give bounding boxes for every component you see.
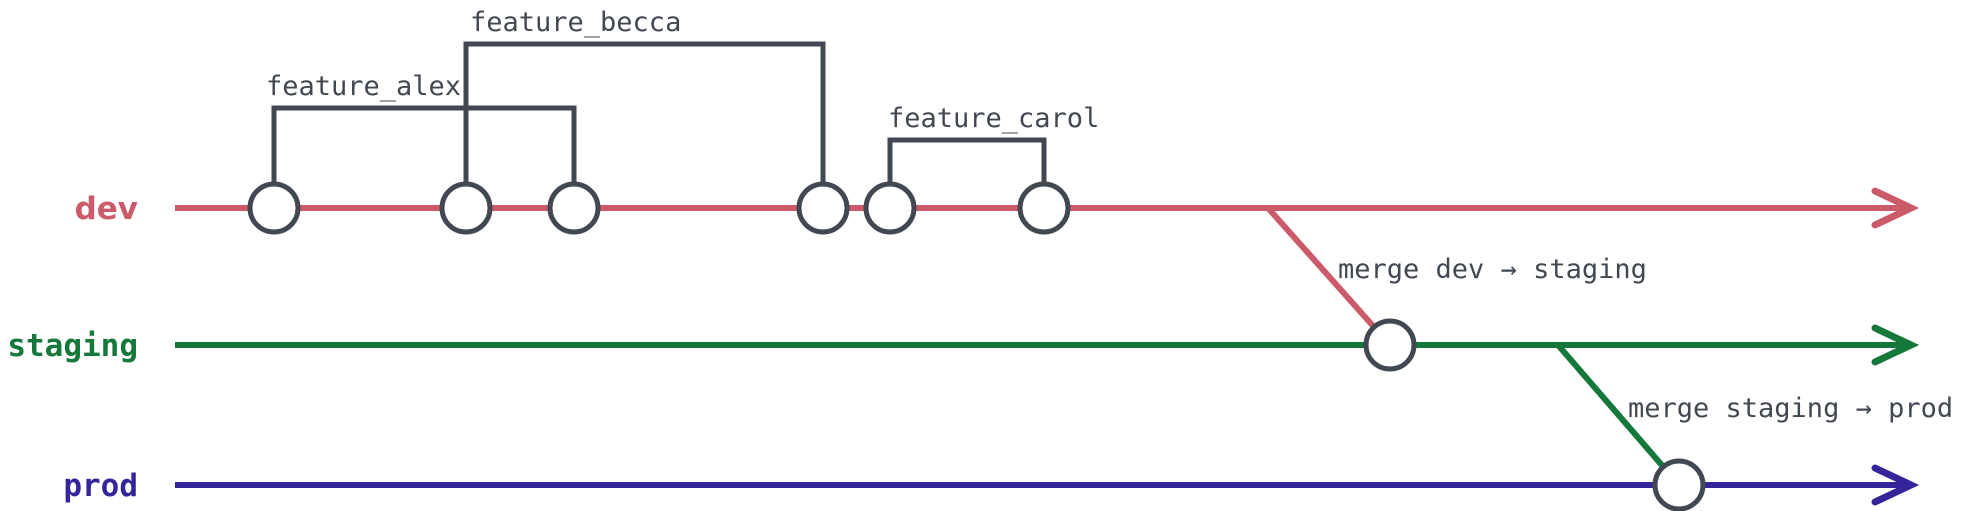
feature-label-feature_carol: feature_carol xyxy=(888,103,1099,134)
branch-line-staging[interactable] xyxy=(175,324,1920,366)
commit-node[interactable] xyxy=(547,181,601,235)
commit-node[interactable] xyxy=(247,181,301,235)
commit-node[interactable] xyxy=(1652,458,1706,511)
merge-lines xyxy=(1265,206,1682,487)
commit-node[interactable] xyxy=(439,181,493,235)
feature-bracket-feature_becca[interactable] xyxy=(463,41,826,184)
commit-nodes xyxy=(247,181,1706,511)
merge-label-merge-staging-prod: merge staging → prod xyxy=(1628,393,1953,424)
merge-line-merge-dev-staging[interactable] xyxy=(1265,206,1393,347)
branch-label-dev: dev xyxy=(75,191,138,227)
feature-bracket-feature_carol[interactable] xyxy=(887,137,1047,184)
feature-bracket-feature_alex[interactable] xyxy=(271,105,577,184)
commit-node[interactable] xyxy=(863,181,917,235)
feature-brackets xyxy=(271,41,1047,184)
feature-label-feature_alex: feature_alex xyxy=(266,71,461,102)
commit-node[interactable] xyxy=(796,181,850,235)
feature-label-feature_becca: feature_becca xyxy=(470,7,681,38)
branch-label-staging: staging xyxy=(7,328,138,364)
branch-label-layer: dev staging prod xyxy=(7,191,138,504)
feature-label-layer: feature_alex feature_becca feature_carol xyxy=(266,7,1099,134)
branch-arrowhead-dev xyxy=(1871,187,1920,229)
branch-label-prod: prod xyxy=(63,468,138,504)
branch-arrowhead-staging xyxy=(1871,324,1920,366)
commit-node[interactable] xyxy=(1363,318,1417,372)
merge-label-merge-dev-staging: merge dev → staging xyxy=(1338,254,1647,285)
branch-arrowhead-prod xyxy=(1871,464,1920,506)
merge-label-layer: merge dev → staging merge staging → prod xyxy=(1338,254,1953,424)
commit-node[interactable] xyxy=(1017,181,1071,235)
branch-line-prod[interactable] xyxy=(175,464,1920,506)
merge-line-merge-staging-prod[interactable] xyxy=(1555,343,1682,487)
